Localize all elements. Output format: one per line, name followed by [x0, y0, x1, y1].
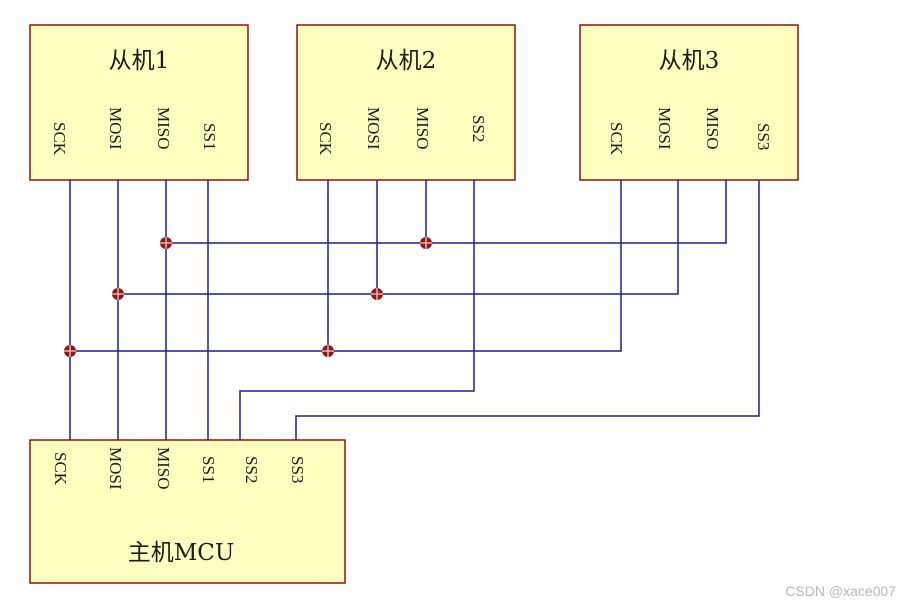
- junction-miso-slave2: [420, 237, 432, 249]
- master-pin-sck: SCK: [51, 452, 70, 486]
- slave-3-pin-mosi: MOSI: [655, 107, 674, 150]
- junction-sck-slave2: [322, 345, 334, 357]
- slave-3-box: 从机3 SCK MOSI MISO SS3: [579, 24, 799, 181]
- wire-miso-bus: [166, 180, 727, 244]
- slave-2-box: 从机2 SCK MOSI MISO SS2: [296, 24, 516, 181]
- master-pin-ss1: SS1: [199, 456, 218, 483]
- slave-3-pin-ss: SS3: [754, 123, 773, 150]
- slave-1-box: 从机1 SCK MOSI MISO SS1: [29, 24, 249, 181]
- slave-1-pin-sck: SCK: [50, 122, 69, 156]
- master-mcu-title: 主机MCU: [128, 540, 235, 566]
- wire-mosi-bus: [118, 180, 679, 295]
- slave-1-pin-mosi: MOSI: [106, 107, 125, 150]
- master-pin-ss3: SS3: [288, 456, 307, 483]
- junction-miso-slave1: [160, 237, 172, 249]
- master-mcu-box: 主机MCU SCK MOSI MISO SS1 SS2 SS3: [29, 439, 346, 584]
- slave-1-title: 从机1: [109, 48, 170, 74]
- slave-3-title: 从机3: [659, 48, 720, 74]
- slave-1-body: [29, 24, 249, 181]
- watermark: CSDN @xace007: [785, 583, 896, 599]
- slave-1-pin-ss: SS1: [200, 123, 219, 150]
- junction-sck-slave1: [64, 345, 76, 357]
- slave-2-pin-ss: SS2: [469, 115, 488, 142]
- wire-sck-bus: [70, 180, 622, 352]
- wires: [69, 180, 760, 440]
- junctions: [64, 237, 432, 357]
- slave-2-pin-sck: SCK: [316, 122, 335, 156]
- slave-3-pin-sck: SCK: [607, 122, 626, 156]
- junction-mosi-slave2: [371, 288, 383, 300]
- slave-3-pin-miso: MISO: [703, 107, 722, 150]
- slave-1-pin-miso: MISO: [154, 107, 173, 150]
- wire-ss2: [239, 180, 475, 440]
- master-pin-ss2: SS2: [242, 456, 261, 483]
- slave-2-pin-mosi: MOSI: [364, 107, 383, 150]
- wire-ss3: [295, 180, 760, 440]
- junction-mosi-slave1: [112, 288, 124, 300]
- slave-2-title: 从机2: [376, 48, 437, 74]
- master-pin-miso: MISO: [154, 447, 173, 490]
- master-mcu-body: [29, 439, 346, 584]
- slave-3-body: [579, 24, 799, 181]
- slave-2-pin-miso: MISO: [413, 107, 432, 150]
- master-pin-mosi: MOSI: [106, 447, 125, 490]
- slave-2-body: [296, 24, 516, 181]
